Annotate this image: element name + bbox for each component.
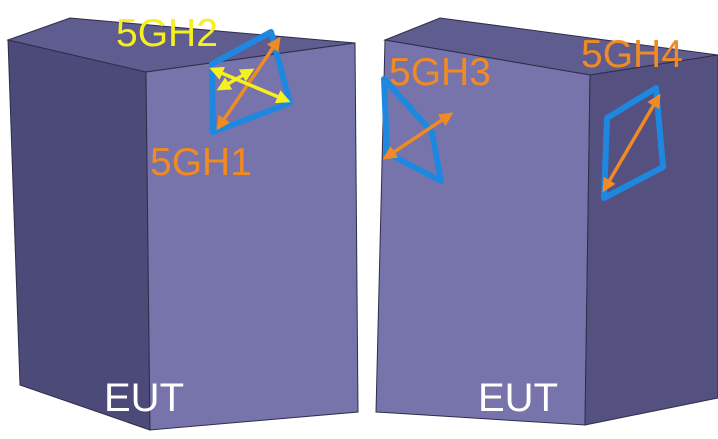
eut-label-right: EUT <box>478 376 558 420</box>
arrow-5gh3 <box>382 112 454 160</box>
eut-box-left: 5GH2 5GH1 EUT <box>6 12 359 431</box>
label-5gh3: 5GH3 <box>389 51 491 94</box>
label-5gh1: 5GH1 <box>150 141 252 184</box>
box-left-side-face <box>7 39 151 431</box>
label-5gh2: 5GH2 <box>116 12 218 55</box>
label-5gh4: 5GH4 <box>581 33 683 76</box>
eut-box-right: 5GH3 5GH4 EUT <box>375 17 718 426</box>
eut-label-left: EUT <box>104 376 184 420</box>
box-left-front-face <box>145 42 359 431</box>
arrow-5gh2-b <box>216 68 255 91</box>
arrow-5gh4 <box>602 93 661 193</box>
box-right-front-face <box>375 39 591 426</box>
